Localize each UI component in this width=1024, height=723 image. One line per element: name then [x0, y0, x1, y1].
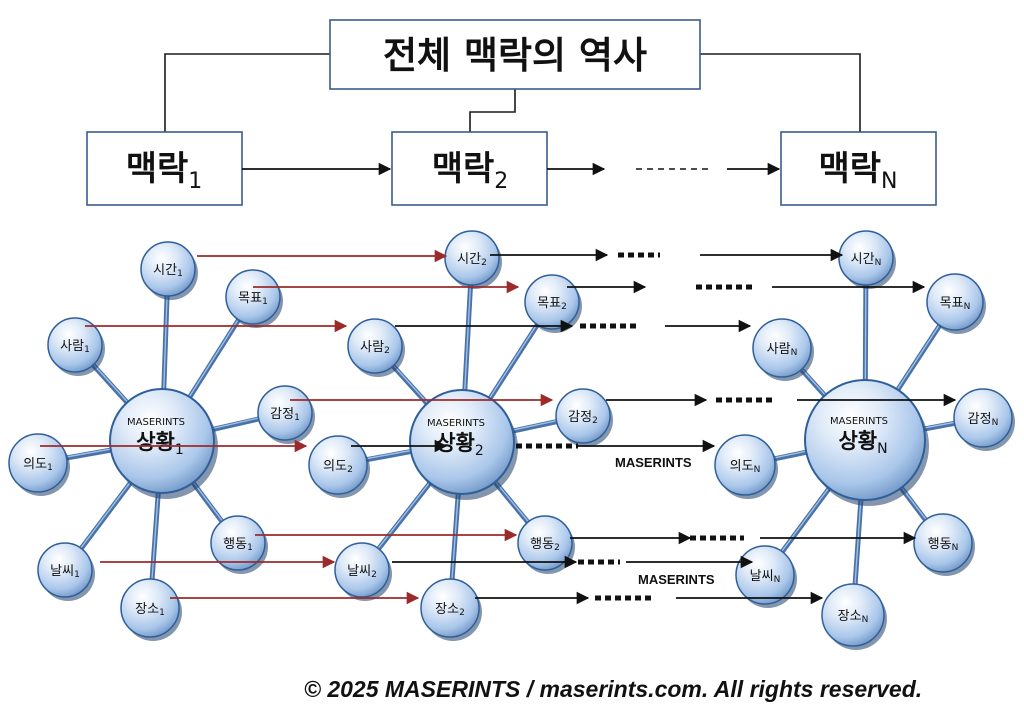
hub-ball — [409, 389, 515, 495]
context-label-1: 맥락1 — [126, 149, 203, 194]
node-place: 장소2 — [420, 578, 482, 641]
node-label: 시간2 — [457, 252, 487, 268]
node-ball — [347, 318, 403, 374]
node-ball — [752, 318, 812, 378]
node-emotion: 감정2 — [555, 388, 613, 447]
node-time: 시간2 — [444, 230, 502, 289]
node-ball — [524, 274, 580, 330]
node-intent: 의도1 — [8, 433, 70, 496]
node-label: 의도2 — [323, 459, 353, 475]
node-label: 목표2 — [537, 296, 567, 312]
node-label: 감정2 — [568, 410, 598, 426]
node-intent: 의도2 — [308, 435, 370, 498]
node-label: 행동1 — [223, 536, 253, 553]
node-ball — [420, 578, 480, 638]
hub-ball — [804, 379, 926, 501]
node-label: 장소1 — [135, 602, 165, 618]
node-weather: 날씨2 — [334, 542, 392, 601]
node-ball — [37, 542, 93, 598]
node-place: 장소N — [821, 583, 887, 650]
watermark-2: MASERINTS — [638, 572, 715, 587]
node-place: 장소1 — [120, 578, 182, 641]
situation-clusters: 시간1 목표1 사람1 감정1 의도1 행동1 날씨1 장소1 MASERINTS 상황1 시간2 목… — [8, 230, 1015, 650]
node-ball — [926, 273, 984, 331]
node-ball — [334, 542, 390, 598]
title-connector-right — [700, 53, 861, 132]
node-ball — [210, 515, 266, 571]
node-label: 장소2 — [435, 602, 465, 618]
node-label: 의도1 — [23, 457, 53, 473]
node-ball — [140, 241, 196, 297]
node-label: 행동2 — [530, 536, 560, 553]
context-box-2 — [391, 131, 548, 206]
node-ball — [8, 433, 68, 493]
node-ball — [120, 578, 180, 638]
watermark-1: MASERINTS — [615, 455, 692, 470]
node-label: 시간N — [851, 252, 882, 268]
node-ball — [953, 388, 1013, 448]
node-label: 날씨1 — [50, 564, 80, 580]
copyright-footer: © 2025 MASERINTS / maserints.com. All ri… — [304, 676, 923, 702]
node-time: 시간N — [838, 230, 896, 289]
node-label: 감정1 — [270, 407, 300, 423]
node-ball — [714, 434, 776, 496]
node-ball — [555, 388, 611, 444]
node-label: 목표1 — [238, 291, 268, 307]
transition-arrows — [40, 248, 957, 605]
hub-ball — [109, 388, 215, 494]
node-person: 사람2 — [347, 318, 405, 377]
hub-brand: MASERINTS — [830, 416, 888, 427]
hub-brand: MASERINTS — [127, 417, 185, 428]
node-ball — [308, 435, 368, 495]
title-box — [329, 19, 701, 90]
context-hierarchy: 전체 맥락의 역사 맥락1 맥락2 맥락N — [86, 19, 937, 206]
node-label: 의도N — [730, 459, 761, 475]
node-goal: 목표N — [926, 273, 986, 334]
node-goal: 목표2 — [524, 274, 582, 333]
node-label: 목표N — [940, 296, 971, 312]
node-action: 행동2 — [517, 515, 575, 574]
context-box-n — [780, 131, 937, 206]
page-title: 전체 맥락의 역사 — [383, 34, 647, 77]
node-time: 시간1 — [140, 241, 198, 300]
node-label: 사람N — [767, 342, 798, 358]
hub-label: 상황1 — [136, 430, 184, 458]
node-label: 감정N — [968, 412, 999, 428]
node-action: 행동1 — [210, 515, 268, 574]
node-ball — [517, 515, 573, 571]
node-ball — [821, 583, 885, 647]
node-weather: 날씨1 — [37, 542, 95, 601]
situation-cluster-1: 시간1 목표1 사람1 감정1 의도1 행동1 날씨1 장소1 MASERINTS 상황1 — [8, 241, 315, 641]
node-emotion: 감정1 — [257, 385, 315, 444]
node-goal: 목표1 — [225, 269, 283, 328]
title-connector-left — [164, 53, 330, 132]
node-label: 행동N — [928, 536, 959, 553]
context-label-n: 맥락N — [818, 149, 897, 194]
situation-hub: MASERINTS 상황1 — [109, 388, 218, 499]
node-label: 날씨2 — [347, 564, 377, 580]
node-label: 사람1 — [60, 339, 90, 355]
hub-label: 상황N — [838, 429, 887, 457]
node-label: 장소N — [838, 609, 869, 625]
situation-hub: MASERINTS 상황N — [804, 379, 929, 506]
situation-cluster-n: 시간N 목표N 사람N 감정N 의도N 행동N 날씨N 장소N MASERINTS 상황N — [714, 230, 1015, 650]
node-label: 시간1 — [153, 263, 183, 279]
node-action: 행동N — [913, 513, 975, 576]
node-person: 사람N — [752, 318, 814, 381]
node-label: 사람2 — [360, 340, 390, 356]
hub-brand: MASERINTS — [427, 418, 485, 429]
context-box-1 — [86, 131, 243, 206]
node-ball — [225, 269, 281, 325]
node-intent: 의도N — [714, 434, 778, 499]
node-ball — [47, 317, 103, 373]
node-emotion: 감정N — [953, 388, 1015, 451]
node-label: 날씨N — [750, 569, 781, 585]
context-label-2: 맥락2 — [432, 149, 509, 194]
node-weather: 날씨N — [735, 545, 797, 608]
title-connector-mid — [469, 89, 516, 132]
node-person: 사람1 — [47, 317, 105, 376]
